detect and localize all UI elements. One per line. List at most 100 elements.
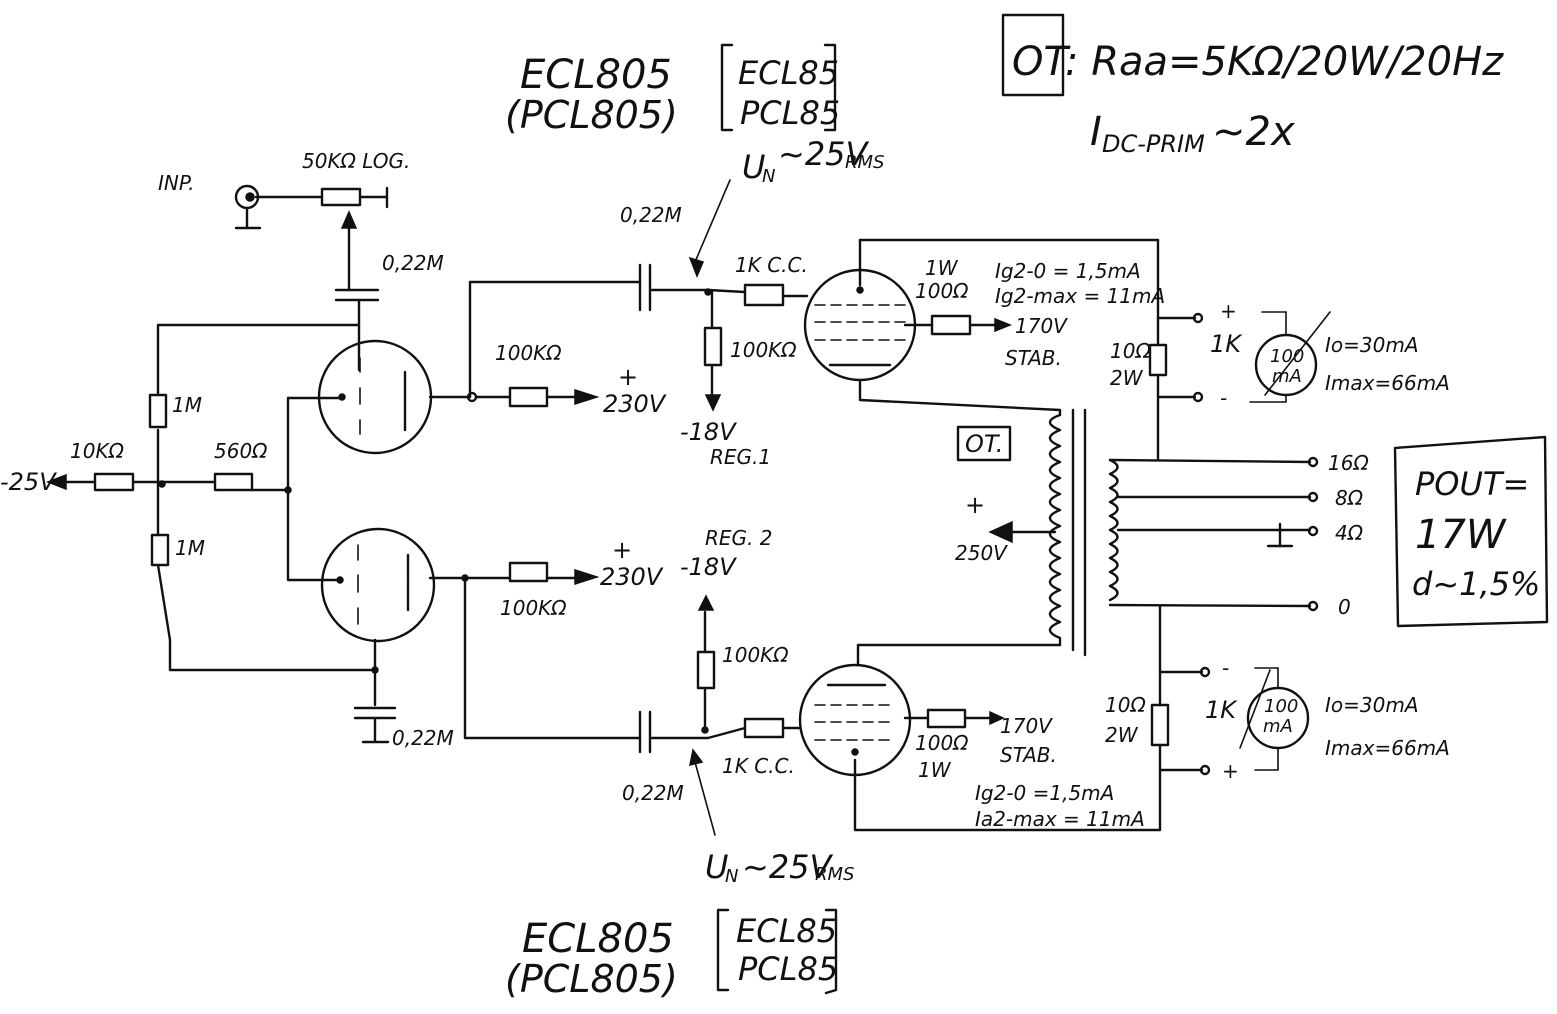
svg-text:-: - (1222, 656, 1229, 680)
screen-bottom-r-label: 100Ω (915, 731, 969, 755)
r-1m-top-label: 1M (172, 393, 202, 417)
meter-top-imax: Imax=66mA (1325, 371, 1450, 395)
input-pot-label: 50KΩ LOG. (302, 149, 410, 173)
r-bottom-plate-label: 100KΩ (500, 596, 567, 620)
r-top-grid (703, 326, 723, 367)
ot-label: OT. (965, 430, 1003, 458)
meter-top-switch: 1K (1210, 330, 1243, 358)
cap-bottom-left-label: 0,22M (392, 726, 454, 750)
r-1m-bottom-label: 1M (175, 536, 205, 560)
ot-idc-tail: ~2x (1212, 109, 1295, 155)
svg-text:+: + (1220, 299, 1237, 323)
r-1m-top (148, 393, 168, 429)
ot-secondary (1108, 458, 1119, 602)
svg-text:N: N (725, 866, 738, 887)
svg-text:RMS: RMS (845, 152, 884, 173)
svg-text:+: + (965, 491, 985, 519)
bias-top-label: -18V (680, 418, 737, 446)
r-10k (93, 472, 135, 492)
tap-0: 0 (1338, 595, 1351, 619)
cap-top-label: 0,22M (620, 203, 682, 227)
screen-top-r (930, 314, 972, 336)
tap-8: 8Ω (1335, 486, 1364, 510)
bias-top-arrow (704, 394, 722, 412)
b-top-arrow (574, 388, 600, 406)
r-560 (213, 472, 254, 492)
tap-4: 4Ω (1335, 521, 1364, 545)
neg25-arrow (45, 473, 67, 491)
screen-bottom-stab: STAB. (1000, 743, 1057, 767)
input-ground (234, 206, 262, 230)
r-10k-label: 10KΩ (70, 439, 125, 463)
tap-ground (1266, 522, 1294, 548)
meter-bottom-range: 100 (1264, 696, 1298, 717)
ot-primary (1048, 413, 1062, 647)
svg-text:+: + (1222, 759, 1239, 783)
bias-bottom-reg: REG. 2 (705, 526, 772, 550)
cath-top-r-label: 10Ω (1110, 339, 1151, 363)
grid-stop-bottom (743, 717, 785, 739)
svg-text:-: - (1220, 386, 1227, 410)
grid-stop-top (743, 283, 785, 307)
svg-text:+: + (612, 536, 632, 564)
screen-bottom-r (926, 708, 967, 729)
meter-top-unit: mA (1272, 366, 1302, 387)
meter-bottom-unit: mA (1263, 716, 1293, 737)
title-top-bracket-right (823, 43, 837, 132)
tap-16: 16Ω (1328, 451, 1369, 475)
un-bottom-label: U (705, 848, 728, 886)
grid-stop-bottom-label: 1K C.C. (722, 754, 795, 778)
meter-bottom-switch: 1K (1205, 696, 1238, 724)
title-bottom-bracket-1: ECL85 (736, 912, 837, 950)
title-bottom-tube: ECL805 (522, 916, 674, 962)
ot-supply-label: 250V (955, 541, 1008, 565)
cap-bottom-label: 0,22M (622, 781, 684, 805)
ot-spec-text: : Raa=5KΩ/20W/20Hz (1065, 39, 1504, 85)
ot-spec-box (1001, 13, 1065, 97)
bottom-ig2-max: Ia2-max = 11mA (975, 807, 1145, 831)
r-top-grid-label: 100KΩ (730, 338, 797, 362)
result-box (1393, 435, 1549, 628)
cap-bottom-left (353, 706, 397, 744)
screen-bottom-w: 1W (918, 758, 952, 782)
r-bottom-grid-label: 100KΩ (722, 643, 789, 667)
b-bottom-label: 230V (600, 563, 664, 591)
r-bottom-grid (696, 650, 716, 690)
svg-text:~25V: ~25V (778, 135, 870, 173)
screen-top-stab: STAB. (1005, 346, 1062, 370)
r-560-label: 560Ω (214, 439, 268, 463)
cath-top-w-label: 2W (1110, 366, 1144, 390)
input-pot (320, 187, 362, 207)
title-bottom-alt: (PCL805) (505, 957, 678, 1001)
svg-text:RMS: RMS (815, 864, 854, 885)
grid-stop-top-label: 1K C.C. (735, 253, 808, 277)
r-1m-bottom (150, 533, 170, 567)
input-label: INP. (158, 171, 195, 195)
bias-top-reg: REG.1 (710, 445, 771, 469)
r-top-plate-label: 100KΩ (495, 341, 562, 365)
title-top-bracket-2: PCL85 (740, 94, 840, 132)
r-bottom-plate (508, 561, 549, 583)
title-top-bracket-left (720, 43, 734, 132)
svg-text:~25V: ~25V (742, 848, 834, 886)
top-ig2-0: Ig2-0 = 1,5mA (995, 259, 1141, 283)
un-top-label: U (742, 148, 765, 186)
result-power: 17W (1415, 512, 1507, 558)
cap-bottom (638, 710, 652, 754)
meter-bottom-imax: Imax=66mA (1325, 736, 1450, 760)
cath-top-r (1148, 343, 1168, 377)
title-top-alt: (PCL805) (505, 93, 678, 137)
title-bottom-bracket-right (824, 908, 838, 995)
ot-spec-label: OT (1012, 39, 1071, 85)
neg25-label: -25V (0, 468, 57, 496)
screen-top-r-label: 100Ω (915, 279, 969, 303)
top-ig2-max: Ig2-max = 11mA (995, 284, 1165, 308)
title-top-tube: ECL805 (520, 52, 672, 98)
cath-bottom-r (1150, 703, 1170, 747)
pot-wiper-arrow (340, 210, 358, 229)
meter-top-range: 100 (1270, 346, 1304, 367)
cap-top (638, 263, 652, 312)
b-top-label: 230V (603, 390, 667, 418)
screen-top-v: 170V (1015, 314, 1068, 338)
bias-bottom-arrow (697, 594, 715, 611)
